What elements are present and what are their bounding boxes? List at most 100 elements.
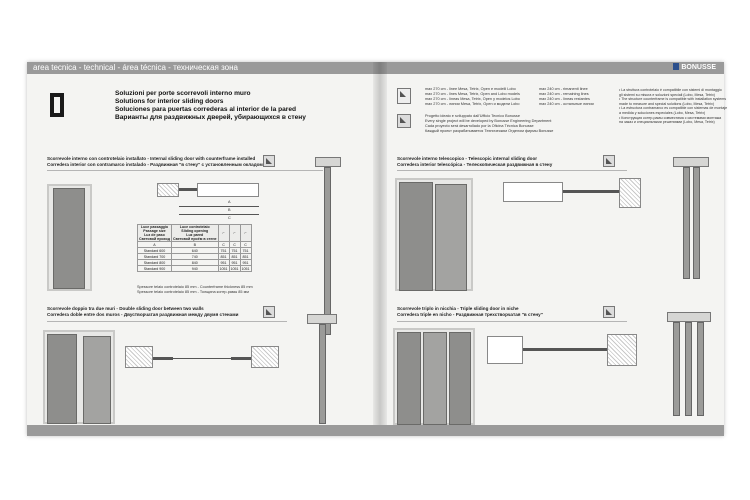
door-icon [50, 93, 64, 117]
section3-triangle-icon [603, 155, 615, 167]
table-header-row: Luce passaggio Passage size Luz de paso … [137, 224, 252, 242]
hdr-passage-es: Luz de paso [144, 233, 165, 237]
plan2-dim-line [173, 358, 231, 359]
height-note-es-2: max 240 cm - líneas restantes [539, 97, 590, 101]
section3-vertical-profile-b [693, 167, 700, 279]
height-note-es: max 270 cm - líneas Mesa, Tetrix, Open y… [425, 97, 520, 101]
table-icon-cell: ⌐ [217, 224, 230, 242]
right-page: max 270 cm - linee Mesa, Tetrix, Open e … [387, 74, 728, 425]
height-notes-right: max 240 cm - rimanenti linee max 240 cm … [539, 87, 594, 107]
project-note-es: Cada proyecto será desarrollado por la O… [425, 124, 534, 128]
bullet-line: на заказ и специальными решениями (Lobo,… [619, 120, 715, 125]
section4-line-1: Scorrevole triplo in nicchia - Triple sl… [397, 306, 519, 311]
section3-vertical-head [673, 157, 709, 167]
hdr-opening-en: Sliding opening [181, 229, 209, 233]
section4-title: Scorrevole triplo in nicchia - Triple sl… [397, 306, 543, 318]
dim-label-a: A [228, 200, 231, 204]
door-height-icon [397, 88, 411, 104]
section4-line-2: Corredera triple en nicho - Раздвижная т… [397, 312, 543, 317]
title-it: Soluzioni per porte scorrevoli interno m… [115, 90, 251, 97]
table-cell: Standard 900 [137, 265, 172, 272]
brochure-spread: area tecnica - technical - área técnica … [27, 62, 728, 436]
door-panel-2b [83, 336, 111, 424]
table-icon-cell: ⌐ [228, 224, 241, 242]
section1-triangle-icon [263, 155, 275, 167]
section4-divider [397, 321, 627, 322]
plan2-leaf-right [231, 357, 251, 360]
table-header-cell: Luce controtelaio Sliding opening Luz pa… [171, 224, 219, 242]
plan1-dim-line-a [179, 206, 259, 207]
table-footnotes: Spessore telaio controtelaio 85 mm - Cou… [137, 285, 253, 295]
left-page: Soluzioni per porte scorrevoli interno m… [27, 74, 373, 425]
table-cell: 940 [171, 265, 219, 272]
project-note-ru: Каждый проект разрабатывается Технически… [425, 129, 554, 133]
plan4-pocket [487, 336, 523, 364]
footer-bar [27, 425, 724, 436]
section-label: area tecnica - technical - área técnica … [33, 63, 238, 72]
hdr-passage-en: Passage size [143, 229, 166, 233]
height-note-en-2: max 240 cm - remaining lines [539, 92, 589, 96]
section1-title: Scorrevole interno con controtelaio inst… [47, 156, 263, 168]
hdr-opening-es: Luz pared [186, 233, 204, 237]
plan4-wall [607, 334, 637, 366]
door-panel-1 [53, 188, 85, 289]
profile-icon: ⌐ [222, 231, 225, 235]
brand-name: BONUSSE [681, 64, 716, 71]
section1-divider [47, 170, 323, 171]
section1-vertical-head [315, 157, 341, 167]
section1-vertical-profile [324, 167, 331, 335]
hdr-opening-ru: Световой проём в стене [173, 237, 217, 241]
table-cell: 1051 [217, 265, 230, 272]
plan1-door-leaf [179, 188, 197, 191]
section2-line-2: Corredera doble entre dos muros - Двуств… [47, 312, 239, 317]
table-cell: 1051 [239, 265, 252, 272]
title-en: Solutions for interior sliding doors [115, 98, 224, 105]
project-triangle-icon [397, 114, 411, 128]
dim-label-c: C [228, 216, 231, 220]
project-note-it: Progetto ideato e sviluppato dall'Uffici… [425, 114, 520, 118]
title-ru: Варианты для раздвижных дверей, убирающи… [115, 114, 306, 121]
title-es: Soluciones para puertas correderas al in… [115, 106, 297, 113]
door-panel-4c [449, 332, 471, 425]
plan2-wall-left [125, 346, 153, 368]
height-note-ru: max 270 cm - линии Mesa, Tetrix, Open и … [425, 102, 520, 106]
section1-line-1: Scorrevole interno con controtelaio inst… [47, 156, 256, 161]
dim-label-b: B [228, 208, 231, 212]
dimensions-table: Luce passaggio Passage size Luz de paso … [137, 224, 252, 272]
section3-vertical-profile-a [683, 167, 690, 279]
plan2-wall-right [251, 346, 279, 368]
project-note-en: Every single project will be developed b… [425, 119, 552, 123]
door-panel-3a [399, 182, 433, 291]
bullet-line: • La struttura controtelaio è compatibil… [619, 88, 722, 92]
hdr-passage-ru: Световой проход [139, 237, 170, 241]
plan1-dim-line-b [179, 214, 259, 215]
plan1-wall-left [157, 183, 179, 197]
door-panel-2a [47, 334, 77, 424]
bullet-line: • La estructura contramarco es compatibl… [619, 106, 728, 111]
hdr-passage-it: Luce passaggio [140, 225, 169, 229]
section2-line-1: Scorrevole doppio tra due muri - Double … [47, 306, 204, 311]
plan4-leaf [523, 348, 607, 351]
bullet-line: a medida y soluciones especiales (Lobo, … [619, 110, 706, 115]
height-note-it: max 270 cm - linee Mesa, Tetrix, Open e … [425, 87, 516, 91]
height-note-ru-2: max 240 cm - остальные линии [539, 102, 594, 106]
table-row: Standard 900 940 1051 1051 1051 [137, 265, 252, 272]
footnote-2: Spessore telaio controtelaio 85 mm - Тол… [137, 290, 249, 294]
table-cell: 1051 [228, 265, 241, 272]
section4-vertical-head [667, 312, 711, 322]
bullet-line: gli sistemi su misura e soluzioni specia… [619, 92, 716, 97]
section2-vertical-head [307, 314, 337, 324]
section3-divider [397, 170, 627, 171]
plan2-leaf-left [153, 357, 173, 360]
footnote-1: Spessore telaio controtelaio 85 mm - Cou… [137, 285, 253, 289]
brand-mark-icon [673, 63, 680, 70]
section4-vertical-profile-a [673, 322, 680, 416]
bullet-line: made to measure and special solutions (L… [619, 101, 715, 106]
section2-title: Scorrevole doppio tra due muri - Double … [47, 306, 238, 318]
project-notes: Progetto ideato e sviluppato dall'Uffici… [425, 114, 553, 134]
height-note-en: max 270 cm - lines Mesa, Tetrix, Open an… [425, 92, 520, 96]
profile-icon: ⌐ [233, 231, 236, 235]
plan3-leaf [563, 190, 619, 193]
height-note-it-2: max 240 cm - rimanenti linee [539, 87, 588, 91]
brand-logo: BONUSSE [673, 63, 716, 71]
